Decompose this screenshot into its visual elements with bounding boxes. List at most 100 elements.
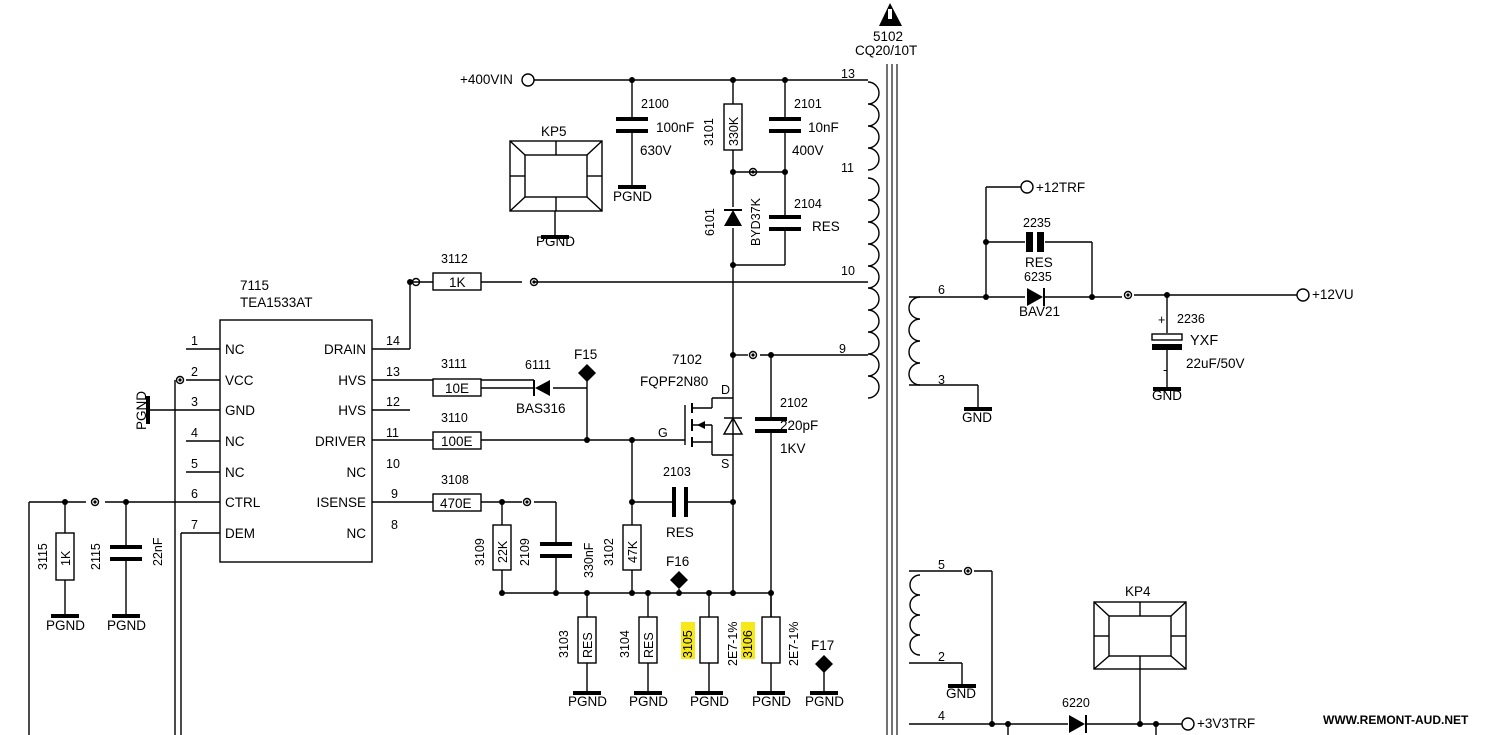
ic-pin-name: NC [225, 465, 245, 480]
svg-text:22nF: 22nF [151, 537, 165, 566]
ic-pin-name: CTRL [225, 495, 261, 510]
transformer-5102: 5102 CQ20/10T 13 11 10 9 6 3 5 2 4 [839, 3, 945, 735]
pin-11-label: 11 [841, 161, 854, 175]
net-12trf-label: +12TRF [1036, 180, 1085, 195]
capacitor-2101: 2101 10nF 400V [769, 97, 839, 158]
svg-text:RES: RES [812, 219, 840, 234]
gnd-label: GND [1152, 388, 1182, 403]
pgnd-label: PGND [134, 391, 149, 430]
ic-pin-number: 8 [391, 518, 398, 532]
capacitor-2104: 2104 RES [769, 197, 840, 234]
ic-pin-name: VCC [225, 373, 254, 388]
ic-pin-number: 4 [191, 426, 198, 440]
svg-text:+: + [1158, 313, 1165, 327]
svg-text:KP4: KP4 [1125, 584, 1151, 599]
pgnd-label: PGND [107, 618, 146, 633]
transformer-value: CQ20/10T [855, 43, 917, 58]
heatsink-kp4: KP4 [1093, 584, 1187, 670]
capacitor-2102: 2102 220pF 1KV [755, 396, 818, 456]
svg-text:BAV21: BAV21 [1019, 304, 1060, 319]
svg-text:KP5: KP5 [541, 124, 567, 139]
svg-text:2E7-1%: 2E7-1% [726, 622, 740, 666]
svg-text:S: S [721, 457, 729, 471]
resistor-3105: 3105 2E7-1% [681, 616, 740, 666]
svg-text:400V: 400V [792, 143, 824, 158]
svg-text:2109: 2109 [518, 538, 532, 566]
ic-pin-number: 11 [386, 426, 399, 440]
net-vin-terminal: +400VIN [460, 72, 535, 87]
svg-text:100E: 100E [441, 434, 473, 449]
diode-6235: 6235 BAV21 [1019, 270, 1060, 319]
svg-text:YXF: YXF [1190, 333, 1218, 349]
watermark: WWW.REMONT-AUD.NET [1323, 713, 1469, 727]
pin-2-label: 2 [938, 650, 945, 664]
svg-text:3105: 3105 [681, 630, 695, 658]
ic-pin-number: 12 [386, 395, 400, 409]
svg-text:3109: 3109 [473, 538, 487, 566]
svg-text:RES: RES [666, 525, 694, 540]
transformer-ref: 5102 [873, 29, 903, 44]
gnd-label: GND [946, 686, 976, 701]
svg-text:6220: 6220 [1062, 696, 1090, 710]
svg-text:3101: 3101 [702, 118, 716, 146]
svg-text:10E: 10E [445, 381, 469, 396]
ic-part: TEA1533AT [240, 295, 313, 310]
capacitor-2115: 2115 22nF [89, 537, 165, 570]
net-vin-label: +400VIN [460, 72, 513, 87]
ic-left-pins: 1 2 3 4 5 6 7 NC VCC GND NC NC CTRL DEM [191, 334, 261, 541]
svg-text:2104: 2104 [794, 197, 822, 211]
resistor-3108: 470E 3108 [432, 473, 482, 512]
test-point-f16: F16 [666, 554, 689, 593]
pgnd-label: PGND [46, 618, 85, 633]
ic-pin-name: HVS [338, 373, 366, 388]
svg-text:RES: RES [581, 632, 595, 658]
svg-text:22uF/50V: 22uF/50V [1186, 356, 1245, 371]
ic-pin-name: DRIVER [315, 434, 366, 449]
ic-ref: 7115 [240, 278, 269, 293]
pgnd-label: PGND [690, 694, 729, 709]
capacitor-2235: 2235 RES [1023, 216, 1053, 270]
svg-text:330K: 330K [727, 116, 741, 146]
resistor-3112: 1K 3112 [432, 252, 482, 291]
svg-text:F16: F16 [666, 554, 689, 569]
resistor-3115: 1K 3115 [36, 532, 75, 581]
svg-text:3102: 3102 [602, 538, 616, 566]
net-3v3trf-label: +3V3TRF [1197, 716, 1255, 731]
svg-text:10nF: 10nF [808, 120, 839, 135]
net-12trf-terminal: +12TRF [1020, 180, 1085, 195]
svg-text:3110: 3110 [441, 411, 468, 425]
gnd-label: GND [962, 410, 992, 425]
net-12vu-label: +12VU [1312, 287, 1354, 302]
resistor-3111: 10E 3111 [432, 357, 482, 397]
primary-winding [867, 81, 880, 399]
ic-pin-name: HVS [338, 403, 366, 418]
ic-pin-number: 3 [191, 395, 198, 409]
ic-body [219, 319, 373, 563]
svg-text:3103: 3103 [557, 630, 571, 658]
svg-text:47K: 47K [626, 540, 640, 563]
ic-right-pins: 14 13 12 11 10 9 8 DRAIN HVS HVS DRIVER … [315, 334, 400, 541]
resistor-3110: 100E 3110 [432, 411, 482, 450]
pgnd-label: PGND [752, 694, 791, 709]
svg-text:1K: 1K [449, 275, 466, 290]
svg-text:3111: 3111 [441, 357, 467, 371]
resistor-3102: 47K 3102 [602, 524, 642, 571]
ic-pin-number: 7 [191, 518, 198, 532]
pin-6-label: 6 [938, 283, 945, 297]
test-point-f17: F17 [811, 638, 834, 673]
pin-3-label: 3 [938, 373, 945, 387]
pin-5-label: 5 [938, 558, 945, 572]
pgnd-label: PGND [536, 234, 575, 249]
svg-text:2103: 2103 [663, 465, 691, 479]
mosfet-7102: 7102 FQPF2N80 D G S [640, 352, 744, 471]
capacitor-2236: + 2236 YXF - 22uF/50V [1151, 312, 1245, 377]
svg-text:3108: 3108 [441, 473, 469, 487]
resistor-3103: RES 3103 [557, 616, 597, 664]
svg-text:6111: 6111 [525, 358, 551, 372]
capacitor-2100: 2100 100nF 630V [616, 97, 694, 158]
ic-pin-number: 13 [386, 365, 400, 379]
svg-text:3115: 3115 [36, 543, 50, 570]
ic-pin-number: 1 [191, 334, 198, 348]
svg-text:F17: F17 [811, 638, 834, 653]
